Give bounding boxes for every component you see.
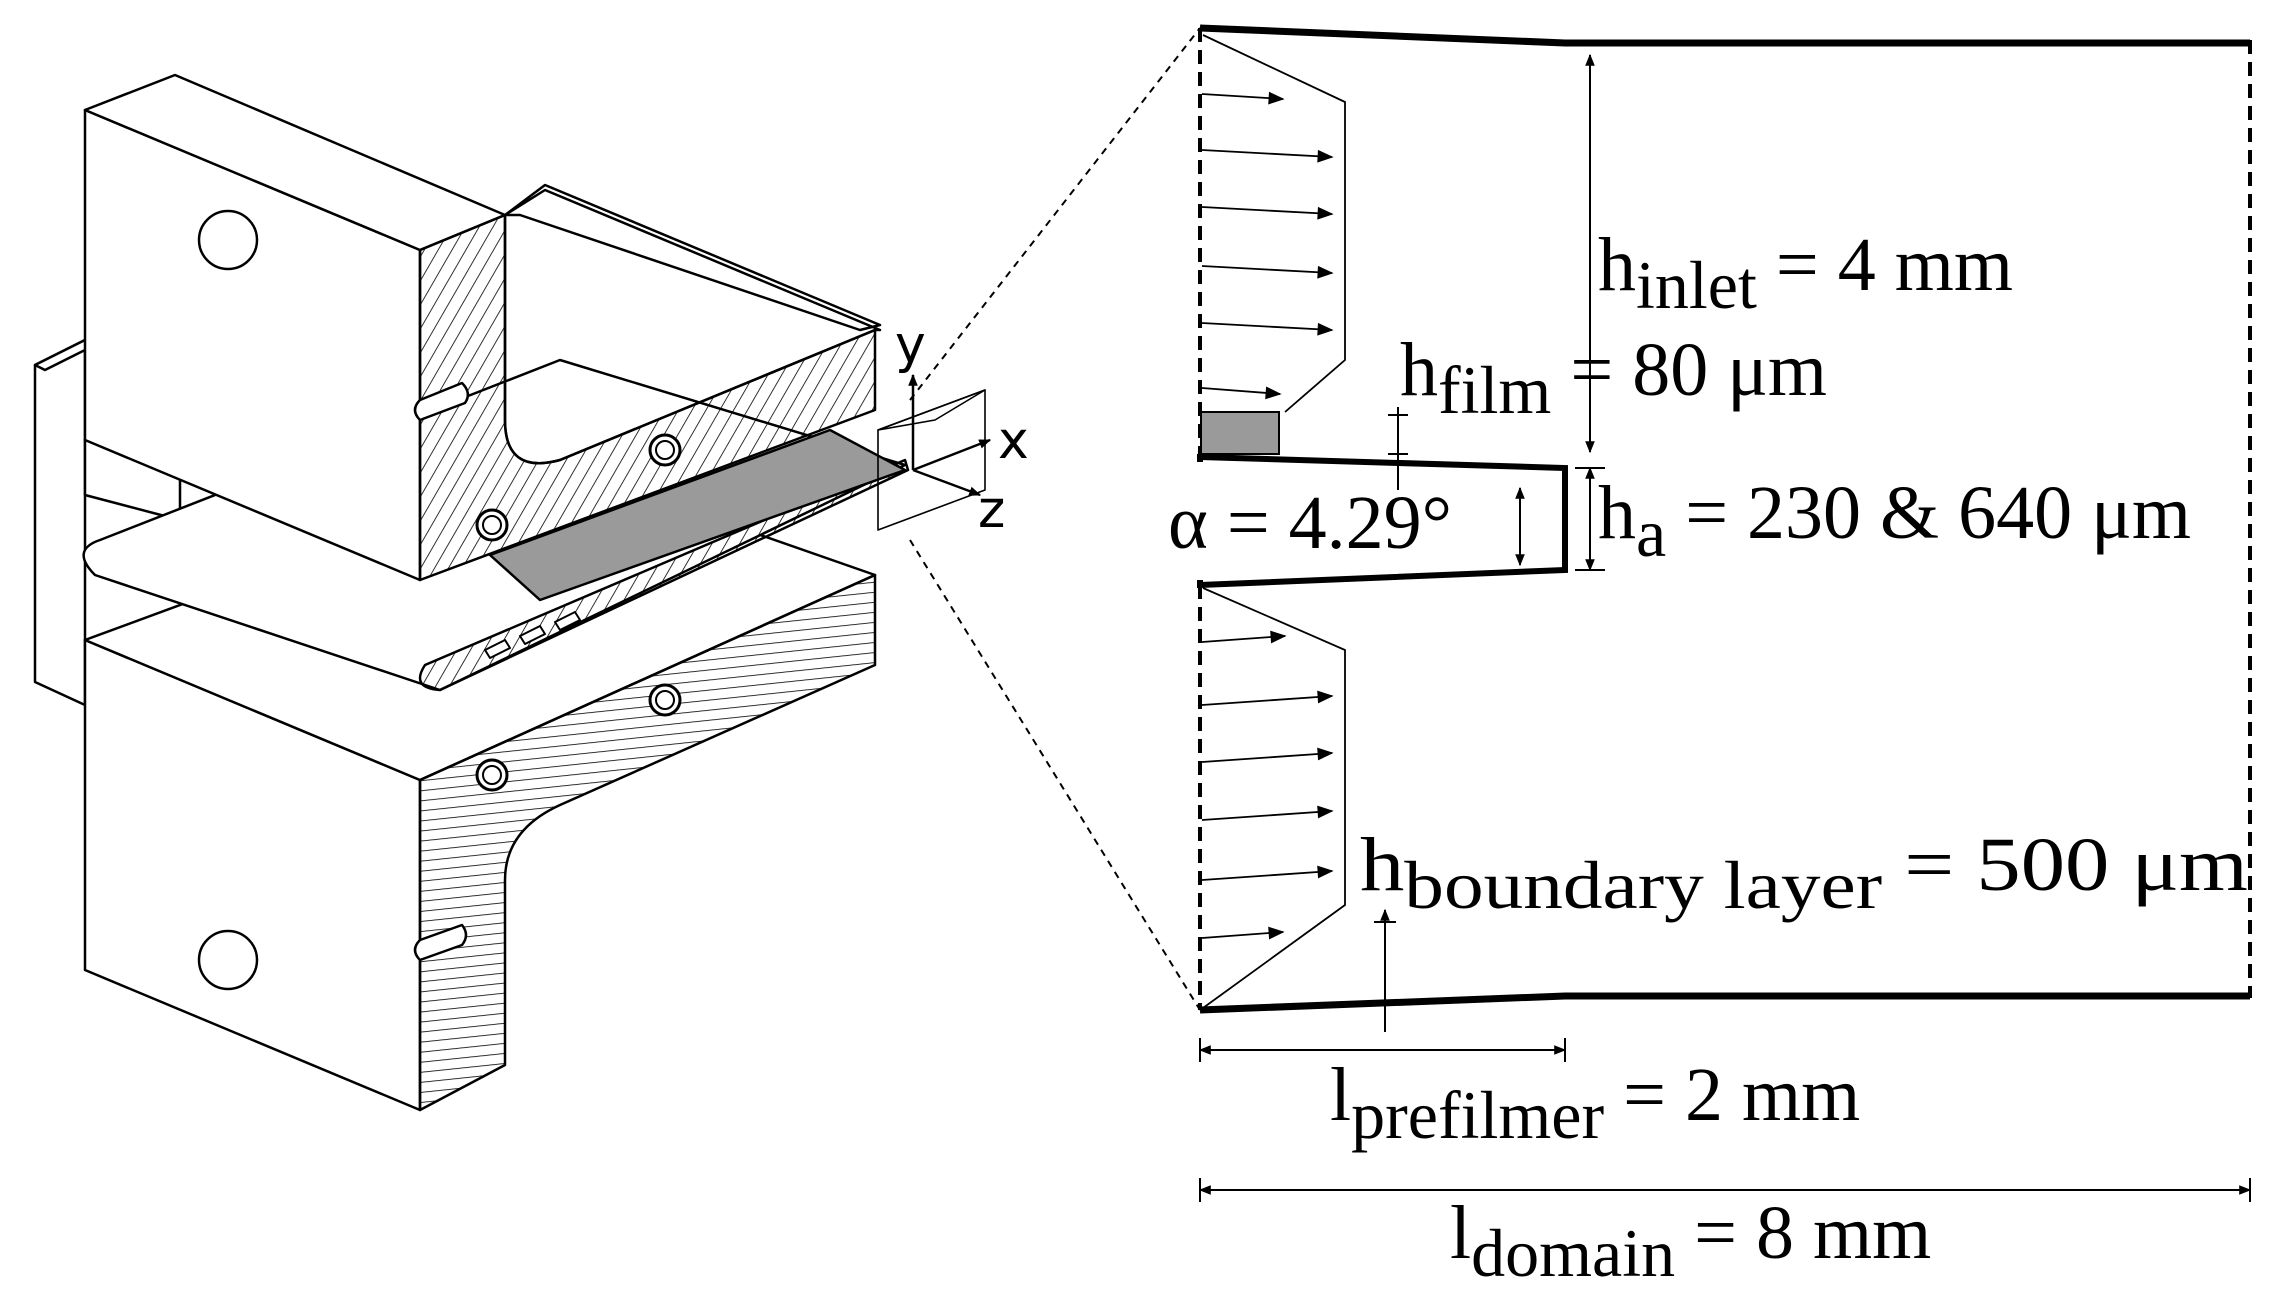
dimension-lines bbox=[1198, 53, 2252, 1202]
upper-screw-1-inner bbox=[482, 515, 502, 535]
velocity-arrow bbox=[1201, 926, 1285, 940]
x-axis-label: x bbox=[998, 411, 1029, 471]
velocity-arrow bbox=[1201, 91, 1285, 105]
top-wall bbox=[1199, 24, 2250, 47]
lower-pin bbox=[413, 923, 468, 962]
h-a-label: ha = 230 & 640 μm bbox=[1598, 471, 2191, 571]
x-axis-line bbox=[912, 438, 992, 472]
velocity-arrow bbox=[1201, 322, 1334, 336]
prefilmer-film-surface bbox=[488, 428, 907, 602]
upper-pin bbox=[413, 381, 470, 422]
velocity-arrow bbox=[1201, 865, 1334, 881]
upper-profile-envelope bbox=[1202, 34, 1346, 413]
z-axis-line bbox=[912, 468, 982, 497]
velocity-arrow bbox=[1201, 805, 1334, 821]
coordinate-axes bbox=[908, 373, 992, 497]
h-inlet-label: hinlet = 4 mm bbox=[1598, 223, 2013, 323]
zoom-line-top bbox=[909, 27, 1201, 401]
lower-hole bbox=[197, 929, 259, 991]
l-domain-label: ldomain = 8 mm bbox=[1450, 1191, 1931, 1291]
film-streaks bbox=[484, 611, 581, 659]
detail-frame bbox=[877, 389, 986, 531]
velocity-arrow bbox=[1201, 630, 1287, 644]
alpha-label: α = 4.29° bbox=[1168, 481, 1452, 565]
upper-screw-2-inner bbox=[655, 440, 675, 460]
upper-block-top-face bbox=[503, 188, 882, 465]
lower-velocity-profile bbox=[1201, 587, 1346, 1009]
upper-block-top-2 bbox=[503, 183, 882, 332]
detail-frame-top bbox=[877, 389, 986, 431]
upper-hole bbox=[197, 209, 259, 271]
velocity-arrow bbox=[1201, 747, 1334, 763]
velocity-arrow bbox=[1201, 386, 1282, 400]
lower-screw-1-inner bbox=[482, 765, 502, 785]
h-boundary-layer-label: hboundary layer = 500 μm bbox=[1360, 823, 2248, 923]
velocity-arrow bbox=[1201, 265, 1334, 279]
back-plate bbox=[33, 338, 87, 707]
liquid-film bbox=[1200, 411, 1280, 455]
velocity-arrow bbox=[1201, 690, 1334, 706]
lower-profile-envelope bbox=[1202, 587, 1346, 1009]
lower-screw-2-inner bbox=[655, 690, 675, 710]
prefilmer-isometric-drawing bbox=[33, 73, 986, 1112]
computational-domain bbox=[1196, 24, 2252, 1014]
bottom-wall bbox=[1199, 992, 2250, 1014]
velocity-arrow bbox=[1201, 149, 1334, 163]
lower-block-side-hatched bbox=[418, 573, 877, 1112]
zoom-line-bottom bbox=[909, 539, 1201, 1011]
velocity-arrow bbox=[1201, 206, 1334, 220]
h-film-label: hfilm = 80 μm bbox=[1400, 328, 1827, 428]
upper-velocity-profile bbox=[1201, 34, 1346, 413]
l-prefilmer-label: lprefilmer = 2 mm bbox=[1330, 1053, 1860, 1153]
y-axis-label: y bbox=[895, 315, 926, 375]
z-axis-label: z bbox=[978, 480, 1005, 540]
